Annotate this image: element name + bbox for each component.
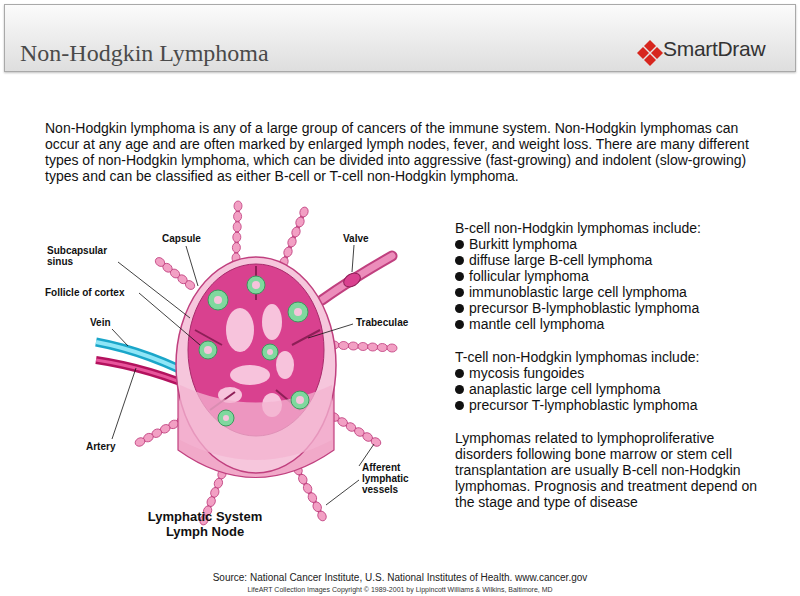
- copyright-note: LifeART Collection Images Copyright © 19…: [150, 585, 650, 594]
- list-item: precursor B-lymphoblastic lymphoma: [455, 300, 699, 316]
- germinal-center: [296, 396, 304, 404]
- vessel-bead: [233, 211, 241, 221]
- vessel-bead: [234, 201, 242, 211]
- list-item: mantle cell lymphoma: [455, 316, 604, 332]
- part-label: Vein: [90, 317, 111, 328]
- germinal-center: [223, 415, 229, 421]
- leader-line: [352, 245, 354, 272]
- vessel-bead: [233, 222, 241, 232]
- leader-line: [112, 368, 136, 439]
- cut-section: [180, 385, 332, 460]
- trabecula: [195, 266, 320, 410]
- medullary-cord: [230, 365, 270, 385]
- list-heading: B-cell non-Hodgkin lymphomas include:: [455, 220, 701, 236]
- germinal-center: [294, 308, 302, 316]
- vessel-bead: [387, 344, 397, 353]
- vessel-bead: [348, 342, 358, 351]
- leader-line: [326, 480, 359, 505]
- vessel-bead: [294, 216, 305, 228]
- vessel-bead: [367, 343, 377, 352]
- follicle: [247, 276, 265, 294]
- trabeculae: [195, 266, 320, 410]
- vessel-tube: [160, 262, 190, 285]
- vessel-bead: [134, 436, 147, 448]
- follicle: [262, 344, 278, 360]
- vessel-tube: [322, 256, 392, 300]
- part-label: Trabeculae: [356, 317, 408, 328]
- logo-diamond: [644, 54, 656, 66]
- figure-caption: Lymphatic System Lymph Node: [140, 509, 270, 539]
- list-item: anaplastic large cell lymphoma: [455, 381, 660, 397]
- list-item: diffuse large B-cell lymphoma: [455, 252, 652, 268]
- list-heading: T-cell non-Hodgkin lymphomas include:: [455, 349, 699, 365]
- follicle: [199, 341, 217, 359]
- leader-line: [186, 246, 198, 286]
- leader-line: [139, 293, 200, 345]
- follicle: [291, 391, 309, 409]
- valve: [341, 270, 363, 289]
- vessel-bead: [232, 242, 240, 252]
- vessel-bead: [298, 206, 309, 218]
- list-item: Burkitt lymphoma: [455, 236, 577, 252]
- medullary-cord: [262, 304, 282, 340]
- leader-line: [118, 262, 190, 318]
- follicle: [218, 410, 234, 426]
- vessel-bead: [316, 510, 328, 523]
- list-item: immunoblastic large cell lymphoma: [455, 284, 687, 300]
- vessel-bead: [290, 226, 301, 238]
- vessel-bead: [154, 256, 167, 268]
- follicle: [288, 302, 308, 322]
- part-label: Capsule: [162, 233, 201, 244]
- part-label: Follicle of cortex: [45, 287, 124, 298]
- follicle: [208, 290, 228, 310]
- vessel-tube: [322, 256, 392, 300]
- leader-line: [308, 324, 353, 338]
- logo-text: SmartDraw: [663, 37, 765, 61]
- germinal-center: [267, 349, 273, 355]
- leader-line: [112, 329, 128, 346]
- note-paragraph: Lymphomas related to lymphoproliferative…: [455, 430, 760, 510]
- part-label: Afferent lymphatic vessels: [362, 462, 432, 495]
- part-label: Valve: [343, 233, 369, 244]
- vessel-bead: [233, 232, 241, 242]
- vessel-bead: [377, 343, 387, 352]
- medullary-cord: [276, 351, 294, 379]
- vessel-bead: [282, 246, 293, 258]
- part-label: Artery: [86, 441, 115, 452]
- germinal-center: [204, 346, 212, 354]
- source-note: Source: National Cancer Institute, U.S. …: [200, 572, 600, 584]
- list-item: precursor T-lymphoblastic lymphoma: [455, 397, 698, 413]
- vessel-bead: [358, 342, 368, 351]
- lymph-node: [176, 257, 336, 478]
- germinal-center: [214, 296, 222, 304]
- part-label: Subcapsular sinus: [47, 245, 119, 267]
- medulla: [218, 304, 294, 417]
- vessel-bead: [370, 436, 383, 448]
- vessel-bead: [338, 341, 348, 350]
- germinal-center: [252, 281, 260, 289]
- medullary-cord: [226, 308, 254, 352]
- efferent-vessel: [322, 256, 392, 300]
- page-title: Non-Hodgkin Lymphoma: [20, 40, 269, 67]
- follicles: [199, 276, 309, 426]
- intro-paragraph: Non-Hodgkin lymphoma is any of a large g…: [45, 120, 770, 184]
- vessel-bead: [286, 236, 297, 248]
- list-item: follicular lymphoma: [455, 268, 589, 284]
- capsule: [176, 257, 336, 473]
- list-item: mycosis fungoides: [455, 365, 584, 381]
- leader-lines: [112, 245, 374, 505]
- logo-icon: [637, 40, 663, 66]
